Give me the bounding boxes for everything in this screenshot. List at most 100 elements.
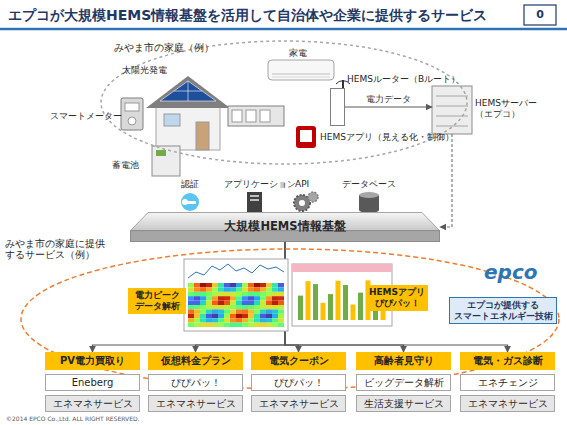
heatmap-cell	[188, 287, 194, 291]
house	[160, 81, 216, 101]
heatmap-cell	[218, 305, 224, 309]
node-text: エネマネサービス	[468, 398, 548, 409]
heatmap-cell	[206, 314, 212, 318]
heatmap-cell	[218, 292, 224, 296]
node-text: ビッグデータ解析	[364, 377, 444, 389]
heatmap-cell	[242, 323, 248, 327]
heatmap-cell	[200, 323, 206, 327]
service-box: PV電力買取り	[45, 352, 140, 370]
heatmap-cell	[236, 305, 242, 309]
edge-label: 電力データ	[366, 93, 411, 106]
heatmap-cell	[194, 287, 200, 291]
heatmap-cell	[206, 292, 212, 296]
house	[196, 122, 209, 150]
heatmap-cell	[212, 287, 218, 291]
heatmap-cell	[278, 314, 284, 318]
heatmap-cell	[224, 301, 230, 305]
heatmap-cell	[248, 305, 254, 309]
heatmap-cell	[236, 283, 242, 287]
heatmap-cell	[230, 323, 236, 327]
power-conditioner	[246, 110, 256, 122]
chart-bar	[298, 296, 303, 320]
part-label: 家電	[289, 48, 307, 58]
heatmap-cell	[266, 296, 272, 300]
heatmap-cell	[206, 283, 212, 287]
heatmap-cell	[212, 283, 218, 287]
database-icon	[359, 192, 379, 213]
node-text: みやま市の家庭に提供 するサービス（例）	[5, 238, 117, 261]
heatmap-cell	[230, 314, 236, 318]
chart-bar	[358, 293, 363, 320]
heatmap-cell	[212, 292, 218, 296]
power-conditioner	[228, 106, 284, 126]
node-text: ぴぴパッ！	[171, 377, 221, 389]
server-rack	[436, 96, 468, 97]
service-box: 仮想料金プラン	[148, 352, 243, 370]
heatmap-cell	[236, 314, 242, 318]
heatmap-cell	[224, 287, 230, 291]
heatmap-cell	[212, 296, 218, 300]
house	[164, 114, 180, 126]
heatmap-cell	[200, 283, 206, 287]
heatmap-cell	[248, 283, 254, 287]
heatmap-cell	[242, 301, 248, 305]
chart-bar	[343, 285, 348, 320]
heatmap-cell	[248, 296, 254, 300]
connector	[345, 106, 432, 107]
house	[146, 76, 230, 150]
heatmap-cell	[248, 301, 254, 305]
heatmap-cell	[206, 305, 212, 309]
heatmap-cell	[242, 283, 248, 287]
heatmap-cell	[224, 283, 230, 287]
heatmap-cell	[194, 283, 200, 287]
node-text: エプコが提供する スマートエネルギー技術	[450, 300, 556, 322]
heatmap-cell	[278, 309, 284, 313]
heatmap-cell	[242, 305, 248, 309]
heatmap-cell	[242, 318, 248, 322]
house	[188, 81, 189, 101]
smart-meter	[121, 98, 143, 130]
heatmap-cell	[200, 292, 206, 296]
heatmap-cell	[218, 309, 224, 313]
node-text: HEMSルーター（Bルート）	[347, 74, 460, 85]
air-conditioner	[272, 74, 330, 75]
category-box: エネマネサービス	[148, 395, 243, 412]
heatmap-cell	[266, 309, 272, 313]
heatmap-cell	[266, 287, 272, 291]
heatmap-cell	[230, 283, 236, 287]
heatmap-cell	[230, 296, 236, 300]
node-text: 高齢者見守り	[374, 355, 434, 367]
heatmap-cell	[218, 314, 224, 318]
heatmap-cell	[254, 292, 260, 296]
power-conditioner	[228, 106, 284, 126]
heatmap-cell	[224, 292, 230, 296]
node-text: 電力ピーク データ解析	[128, 290, 186, 312]
heatmap-cell	[188, 305, 194, 309]
heatmap-cell	[200, 314, 206, 318]
heatmap-cell	[236, 318, 242, 322]
heatmap-cell	[278, 301, 284, 305]
heatmap-cell	[266, 301, 272, 305]
heatmap-cell	[212, 314, 218, 318]
heatmap-cell	[194, 323, 200, 327]
heatmap-cell	[224, 323, 230, 327]
icon-label: API	[295, 179, 309, 189]
smart-meter	[128, 117, 136, 125]
node-text: エネチェンジ	[478, 377, 538, 389]
connector	[440, 134, 452, 227]
heatmap-cell	[254, 287, 260, 291]
heatmap-cell	[272, 305, 278, 309]
copyright-note: ©2014 EPCO Co.,Ltd. ALL RIGHT RESERVED.	[6, 416, 140, 423]
product-box: エネチェンジ	[460, 374, 555, 391]
house	[146, 76, 230, 108]
node-text: 生活支援サービス	[364, 398, 444, 409]
house	[156, 104, 220, 150]
heatmap-cell	[212, 305, 218, 309]
heatmap-cell	[272, 314, 278, 318]
heatmap-cell	[212, 323, 218, 327]
node-text: エネマネサービス	[156, 398, 236, 409]
group-outline	[101, 41, 467, 164]
heatmap-cell	[272, 318, 278, 322]
node-text: PV電力買取り	[60, 355, 125, 367]
